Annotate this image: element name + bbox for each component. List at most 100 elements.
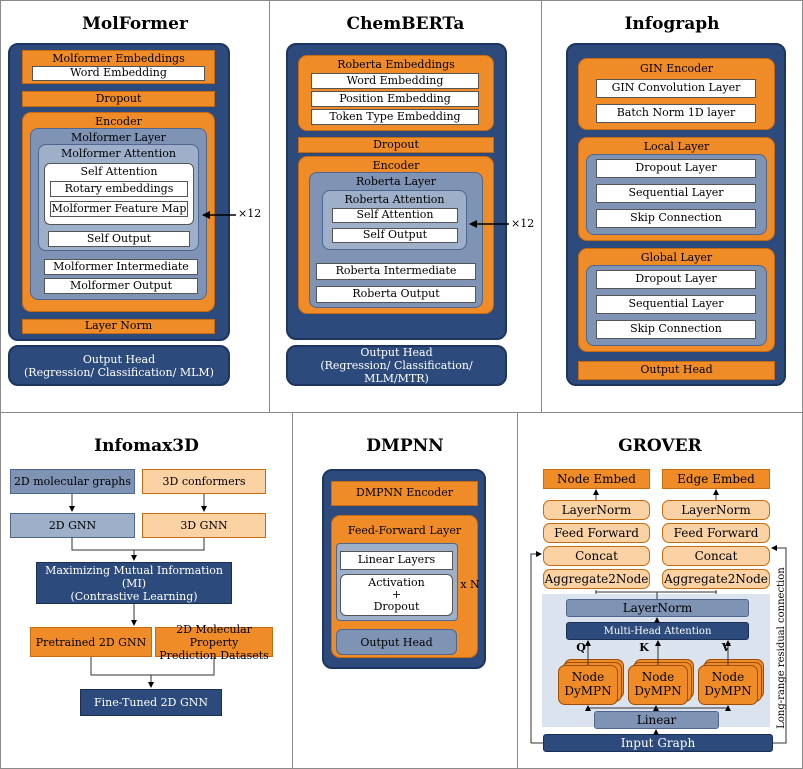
infograph-gin-encoder-label: GIN Encoder	[640, 62, 713, 75]
grover-dympn-label: DyMPN	[634, 684, 682, 698]
infograph-output-head: Output Head	[578, 361, 775, 380]
molformer-layer-norm: Layer Norm	[22, 319, 215, 334]
grover-aggregate-right: Aggregate2Node	[662, 569, 770, 589]
infograph-global-layer-label: Global Layer	[640, 251, 713, 264]
grover-mha: Multi-Head Attention	[566, 622, 749, 640]
infograph-title: Infograph	[624, 14, 720, 34]
grover-dympn-k: Node DyMPN	[628, 665, 688, 705]
infograph-global-item: Sequential Layer	[596, 295, 756, 314]
chemberta-head-line1: Output Head	[360, 346, 433, 359]
infomax-conformers: 3D conformers	[142, 469, 266, 494]
infomax-finetuned: Fine-Tuned 2D GNN	[80, 689, 222, 716]
chemberta-dropout: Dropout	[298, 137, 494, 153]
dmpnn-activation-box: Activation + Dropout	[340, 574, 453, 616]
infomax-mi-line1: Maximizing Mutual Information (MI)	[45, 563, 223, 590]
infomax-title: Infomax3D	[94, 436, 199, 456]
molformer-head-line2: (Regression/ Classification/ MLM)	[24, 365, 214, 379]
molformer-attention-label: Molformer Attention	[61, 147, 176, 160]
molformer-repeat-label: ×12	[238, 207, 262, 220]
grover-dympn-node: Node	[711, 670, 745, 685]
grover-aggregate-left: Aggregate2Node	[543, 569, 650, 589]
molformer-embeddings-label: Molformer Embeddings	[52, 52, 185, 65]
chemberta-head-line2: (Regression/ Classification/ MLM/MTR)	[320, 359, 473, 385]
dmpnn-linear: Linear Layers	[340, 551, 453, 570]
dmpnn-activation: Activation	[368, 575, 425, 589]
grover-input-graph: Input Graph	[543, 734, 773, 752]
molformer-rotary-embeddings: Rotary embeddings	[50, 181, 188, 197]
molformer-head-line1: Output Head	[82, 352, 156, 366]
infograph-global-item: Skip Connection	[596, 320, 756, 339]
grover-dympn-node: Node	[641, 670, 675, 685]
infomax-gnn3d: 3D GNN	[142, 513, 266, 538]
grover-title: GROVER	[618, 436, 702, 456]
grover-residual-label: Long-range residual connection	[776, 567, 787, 729]
infograph-local-item: Skip Connection	[596, 209, 756, 228]
dmpnn-dropout: Dropout	[373, 600, 420, 614]
molformer-layer-label: Molformer Layer	[71, 131, 166, 144]
grover-dympn-q: Node DyMPN	[558, 665, 618, 705]
chemberta-layer-label: Roberta Layer	[355, 175, 437, 188]
infomax-pretrained: Pretrained 2D GNN	[30, 627, 152, 657]
grover-k-label: K	[639, 641, 649, 654]
infomax-mi-line2: (Contrastive Learning)	[70, 589, 198, 603]
infograph-gin-conv: GIN Convolution Layer	[596, 79, 756, 98]
chemberta-word-embedding: Word Embedding	[311, 73, 479, 89]
infograph-global-item: Dropout Layer	[596, 270, 756, 289]
chemberta-output: Roberta Output	[316, 286, 476, 303]
infomax-mi-box: Maximizing Mutual Information (MI) (Cont…	[36, 562, 232, 604]
molformer-encoder-label: Encoder	[95, 115, 142, 128]
infomax-gnn2d: 2D GNN	[10, 513, 135, 538]
molformer-feature-map: Molformer Feature Map	[50, 201, 188, 217]
infomax-datasets: 2D Molecular Property Prediction Dataset…	[155, 623, 273, 662]
grover-node-embed: Node Embed	[543, 469, 650, 489]
molformer-title: MolFormer	[82, 14, 188, 34]
molformer-embeddings-box: Molformer Embeddings Word Embedding	[22, 50, 215, 84]
grover-dympn-label: DyMPN	[564, 684, 612, 698]
grover-dympn-v: Node DyMPN	[698, 665, 758, 705]
dmpnn-title: DMPNN	[366, 436, 444, 456]
chemberta-intermediate: Roberta Intermediate	[316, 263, 476, 280]
chemberta-attention-label: Roberta Attention	[344, 193, 445, 206]
chemberta-title: ChemBERTa	[346, 14, 465, 34]
chemberta-self-attention: Self Attention	[332, 208, 458, 223]
chemberta-token-type-embedding: Token Type Embedding	[311, 109, 479, 125]
grover-concat-left: Concat	[543, 546, 650, 566]
molformer-self-attention-label: Self Attention	[80, 165, 158, 178]
molformer-output: Molformer Output	[44, 278, 198, 294]
grover-feedforward-left: Feed Forward	[543, 523, 650, 543]
infomax-datasets-line1: 2D Molecular Property	[176, 622, 252, 649]
molformer-output-head: Output Head (Regression/ Classification/…	[8, 345, 230, 386]
dmpnn-repeat-label: x N	[460, 578, 480, 591]
grover-concat-right: Concat	[662, 546, 770, 566]
molformer-dropout: Dropout	[22, 91, 215, 107]
grover-q-label: Q	[576, 641, 586, 654]
chemberta-encoder-label: Encoder	[372, 159, 420, 172]
dmpnn-encoder: DMPNN Encoder	[331, 481, 478, 506]
chemberta-position-embedding: Position Embedding	[311, 91, 479, 107]
molformer-self-output: Self Output	[48, 231, 190, 247]
molformer-word-embedding: Word Embedding	[32, 66, 205, 81]
molformer-intermediate: Molformer Intermediate	[44, 259, 198, 275]
grover-feedforward-right: Feed Forward	[662, 523, 770, 543]
grover-layernorm-left: LayerNorm	[543, 500, 650, 520]
infograph-batch-norm: Batch Norm 1D layer	[596, 104, 756, 123]
grover-inner-layernorm: LayerNorm	[566, 599, 749, 617]
infomax-mol-graphs: 2D molecular graphs	[10, 469, 135, 494]
dmpnn-plus: +	[391, 587, 402, 601]
chemberta-repeat-label: ×12	[511, 217, 535, 230]
chemberta-self-output: Self Output	[332, 228, 458, 243]
grover-edge-embed: Edge Embed	[662, 469, 770, 489]
chemberta-embeddings-label: Roberta Embeddings	[337, 58, 455, 71]
grover-layernorm-right: LayerNorm	[662, 500, 770, 520]
dmpnn-ff-label: Feed-Forward Layer	[347, 524, 462, 537]
infograph-local-item: Sequential Layer	[596, 184, 756, 203]
infograph-local-item: Dropout Layer	[596, 159, 756, 178]
grover-linear: Linear	[594, 711, 719, 729]
infomax-datasets-line2: Prediction Datasets	[159, 648, 269, 662]
infograph-local-layer-label: Local Layer	[643, 140, 710, 153]
grover-v-label: V	[721, 641, 731, 654]
grover-dympn-node: Node	[571, 670, 605, 685]
chemberta-output-head: Output Head (Regression/ Classification/…	[286, 345, 507, 386]
dmpnn-output-head: Output Head	[336, 629, 457, 655]
grover-dympn-label: DyMPN	[704, 684, 752, 698]
